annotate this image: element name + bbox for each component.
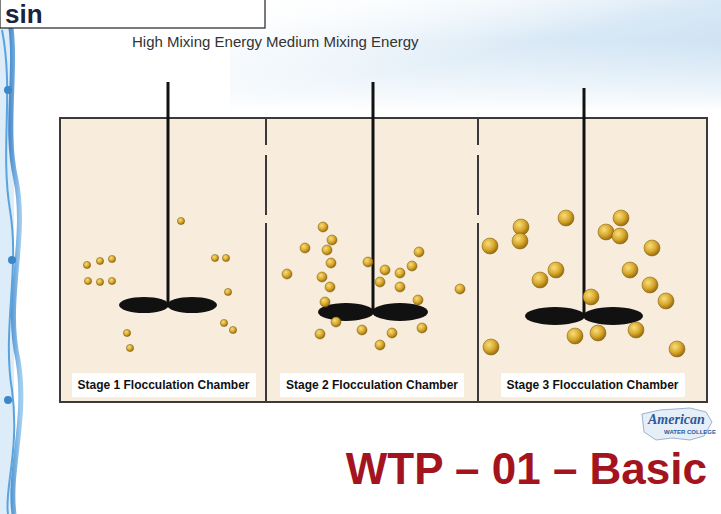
logo-text: WATER COLLEGE: [664, 429, 716, 435]
floc-particle: [642, 277, 658, 293]
floc-particle: [211, 254, 218, 261]
mixing-label: High Mixing Energy: [132, 33, 262, 50]
mixer: [525, 88, 643, 325]
floc-particle: [363, 257, 373, 267]
floc-particle: [375, 277, 385, 287]
floc-particle: [455, 284, 465, 294]
mixer-shaft: [167, 82, 170, 305]
floc-particle: [123, 329, 130, 336]
floc-particle: [590, 325, 606, 341]
mixing-label: Medium Mixing Energy: [266, 33, 419, 50]
ribbon-dot: [4, 396, 12, 404]
floc-particle: [229, 326, 236, 333]
chamber-label: Stage 1 Flocculation Chamber: [71, 373, 255, 397]
floc-particle: [622, 262, 638, 278]
floc-particle: [644, 240, 660, 256]
floc-particle: [532, 272, 548, 288]
mixer-paddle: [119, 297, 169, 313]
chamber-label: Stage 3 Flocculation Chamber: [500, 373, 684, 397]
floc-particle: [84, 277, 91, 284]
mixer: [119, 82, 217, 313]
floc-particle: [598, 224, 614, 240]
floc-particle: [413, 295, 423, 305]
floc-particle: [669, 341, 685, 357]
baffle: [265, 119, 267, 401]
floc-particle: [513, 219, 529, 235]
floc-particle: [315, 329, 325, 339]
floc-particle: [282, 269, 292, 279]
floc-particle: [96, 278, 103, 285]
flocculation-chamber: Stage 1 Flocculation Chamber: [62, 120, 265, 401]
floc-particle: [357, 325, 367, 335]
slide-heading: sin: [5, 0, 43, 28]
floc-particle: [326, 258, 336, 268]
floc-particle: [83, 261, 90, 268]
flocculation-chamber: Stage 2 Flocculation Chamber: [267, 120, 477, 401]
floc-particle: [300, 243, 310, 253]
floc-particles: [83, 210, 685, 357]
floc-particle: [414, 247, 424, 257]
mixer-paddle: [167, 297, 217, 313]
floc-particle: [583, 289, 599, 305]
ribbon-wave: [2, 30, 14, 514]
mixer-paddle: [525, 307, 585, 325]
floc-particle: [512, 233, 528, 249]
floc-particle: [108, 277, 115, 284]
floc-particle: [417, 323, 427, 333]
floc-particle: [612, 228, 628, 244]
mixer-paddle: [372, 303, 428, 321]
floc-particle: [320, 297, 330, 307]
floc-particle: [96, 257, 103, 264]
floc-particle: [224, 288, 231, 295]
title-box: [0, 0, 265, 28]
floc-particle: [375, 340, 385, 350]
floc-particle: [380, 265, 390, 275]
floc-particle: [220, 319, 227, 326]
floc-particle: [658, 293, 674, 309]
floc-particle: [318, 222, 328, 232]
flocculation-chamber: Stage 3 Flocculation Chamber: [479, 120, 706, 401]
floc-particle: [483, 339, 499, 355]
ribbon-dot: [8, 256, 16, 264]
floc-particle: [317, 272, 327, 282]
floc-particle: [395, 282, 405, 292]
floc-particle: [331, 317, 341, 327]
floc-particle: [628, 322, 644, 338]
baffle: [477, 119, 479, 401]
mixer-shaft: [583, 88, 586, 316]
floc-particle: [177, 217, 184, 224]
floc-particle: [325, 282, 335, 292]
left-ribbon: [0, 0, 21, 514]
floc-particle: [407, 261, 417, 271]
floc-particle: [558, 210, 574, 226]
floc-particle: [482, 238, 498, 254]
floc-particle: [387, 328, 397, 338]
floc-particle: [222, 254, 229, 261]
floc-particle: [395, 268, 405, 278]
logo-map: [642, 408, 712, 440]
tank: [60, 118, 707, 402]
floc-particle: [567, 328, 583, 344]
chamber-label: Stage 2 Flocculation Chamber: [280, 373, 464, 397]
logo-text: American: [648, 412, 705, 428]
ribbon-dot: [4, 86, 12, 94]
floc-particle: [322, 245, 332, 255]
floc-particle: [327, 235, 337, 245]
course-title: WTP – 01 – Basic: [346, 444, 707, 494]
sky-fade: [230, 40, 721, 112]
floc-particle: [613, 210, 629, 226]
mixer-shaft: [372, 82, 375, 312]
mixer: [318, 82, 428, 321]
floc-particle: [126, 344, 133, 351]
floc-particle: [548, 262, 564, 278]
floc-particle: [108, 255, 115, 262]
